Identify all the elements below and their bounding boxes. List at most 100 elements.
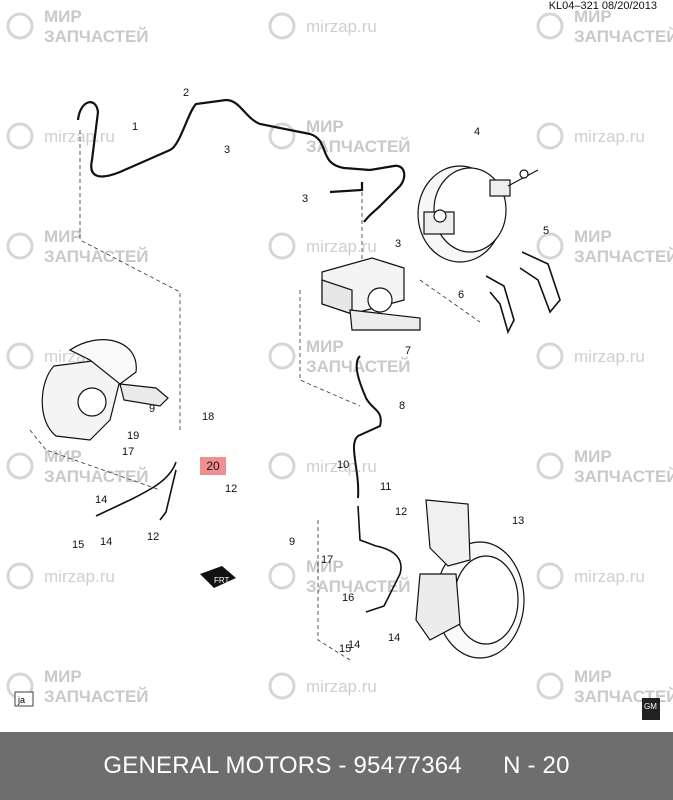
callout-number[interactable]: 14 xyxy=(95,494,107,506)
watermark: mirzap.ru xyxy=(6,122,115,150)
callout-number[interactable]: 9 xyxy=(289,536,295,548)
callout-number[interactable]: 16 xyxy=(342,592,354,604)
callout-number[interactable]: 5 xyxy=(543,225,549,237)
callout-number[interactable]: 7 xyxy=(405,345,411,357)
callout-number[interactable]: 15 xyxy=(339,643,351,655)
callout-number[interactable]: 14 xyxy=(100,536,112,548)
callout-number[interactable]: 4 xyxy=(474,126,480,138)
watermark-line1: МИР xyxy=(574,227,612,246)
watermark-line1: МИР xyxy=(44,447,82,466)
watermark-url: mirzap.ru xyxy=(306,237,377,256)
callout-number[interactable]: 12 xyxy=(225,483,237,495)
callout-number[interactable]: 6 xyxy=(458,289,464,301)
callout-number[interactable]: 13 xyxy=(512,515,524,527)
watermark-line2: ЗАПЧАСТЕЙ xyxy=(44,467,149,486)
abs-module xyxy=(321,257,421,331)
callout-number[interactable]: 3 xyxy=(302,193,308,205)
callout-number[interactable]: 11 xyxy=(380,481,391,493)
watermark-layer: МИРЗАПЧАСТЕЙmirzap.ruМИРЗАПЧАСТЕЙmirzap.… xyxy=(6,7,673,706)
callout-number[interactable]: 9 xyxy=(149,403,155,415)
footer-bar: GENERAL MOTORS - 95477364 N - 20 xyxy=(0,732,673,800)
callout-number[interactable]: 1 xyxy=(132,121,138,133)
watermark-line2: ЗАПЧАСТЕЙ xyxy=(44,27,149,46)
front-direction-arrow: FRT xyxy=(200,566,236,588)
callout-number[interactable]: 19 xyxy=(127,430,139,442)
watermark-url: mirzap.ru xyxy=(306,457,377,476)
watermark-line1: МИР xyxy=(44,227,82,246)
callout-number[interactable]: 15 xyxy=(72,539,84,551)
watermark-line1: МИР xyxy=(44,667,82,686)
watermark-line2: ЗАПЧАСТЕЙ xyxy=(574,467,673,486)
svg-text:GM: GM xyxy=(644,702,657,711)
frt-label: FRT xyxy=(214,576,230,585)
callout-number[interactable]: 17 xyxy=(122,446,134,458)
watermark-line2: ЗАПЧАСТЕЙ xyxy=(306,577,411,596)
watermark-line2: ЗАПЧАСТЕЙ xyxy=(574,27,673,46)
callout-number[interactable]: 18 xyxy=(202,411,214,423)
brake-line-right xyxy=(485,251,561,335)
watermark-line2: ЗАПЧАСТЕЙ xyxy=(44,687,149,706)
watermark: mirzap.ru xyxy=(6,562,115,590)
ja-badge: ja xyxy=(14,691,34,707)
watermark: mirzap.ru xyxy=(268,452,377,480)
brake-line-upper xyxy=(76,98,406,223)
watermark-line1: МИР xyxy=(574,7,612,26)
watermark-line1: МИР xyxy=(306,337,344,356)
callout-number[interactable]: 8 xyxy=(399,400,405,412)
watermark-line2: ЗАПЧАСТЕЙ xyxy=(306,357,411,376)
gm-logo: GM xyxy=(642,698,660,720)
watermark: mirzap.ru xyxy=(536,562,645,590)
right-rotor-assembly xyxy=(415,499,525,659)
watermark-url: mirzap.ru xyxy=(44,567,115,586)
watermark: mirzap.ru xyxy=(268,12,377,40)
watermark-line2: ЗАПЧАСТЕЙ xyxy=(574,247,673,266)
brake-line-8 xyxy=(353,355,382,499)
watermark-line2: ЗАПЧАСТЕЙ xyxy=(44,247,149,266)
left-knuckle-assembly xyxy=(41,339,169,441)
watermark-line1: МИР xyxy=(44,7,82,26)
watermark-url: mirzap.ru xyxy=(574,347,645,366)
callout-number[interactable]: 3 xyxy=(224,144,230,156)
callout-number[interactable]: 2 xyxy=(183,87,189,99)
callout-number[interactable]: 10 xyxy=(337,459,349,471)
watermark-line1: МИР xyxy=(306,117,344,136)
callout-number[interactable]: 12 xyxy=(395,506,407,518)
callout-number[interactable]: 14 xyxy=(348,639,360,651)
watermark-url: mirzap.ru xyxy=(574,567,645,586)
highlighted-part-callout[interactable]: 20 xyxy=(200,457,226,475)
right-hose xyxy=(357,505,402,613)
svg-text:ja: ja xyxy=(17,695,25,705)
watermark-line1: МИР xyxy=(306,557,344,576)
footer-text: GENERAL MOTORS - 95477364 N - 20 xyxy=(103,752,570,779)
watermark: mirzap.ru xyxy=(536,122,645,150)
watermark-url: mirzap.ru xyxy=(44,127,115,146)
watermark-line1: МИР xyxy=(574,667,612,686)
watermark: mirzap.ru xyxy=(536,342,645,370)
watermark: mirzap.ru xyxy=(268,672,377,700)
watermark: mirzap.ru xyxy=(268,232,377,260)
callout-number[interactable]: 3 xyxy=(395,238,401,250)
watermark-url: mirzap.ru xyxy=(574,127,645,146)
callout-number[interactable]: 12 xyxy=(147,531,159,543)
watermark-line1: МИР xyxy=(574,447,612,466)
watermark-line2: ЗАПЧАСТЕЙ xyxy=(306,137,411,156)
brake-booster xyxy=(417,165,539,263)
diagram-code: KL04–321 08/20/2013 xyxy=(548,0,657,12)
callout-layer: 1233345678910111213141414141515161717181… xyxy=(72,87,549,655)
watermark-url: mirzap.ru xyxy=(306,677,377,696)
callout-number[interactable]: 17 xyxy=(321,554,333,566)
dashed-leaders xyxy=(29,130,481,661)
left-hose xyxy=(95,461,177,521)
callout-number[interactable]: 14 xyxy=(388,632,400,644)
